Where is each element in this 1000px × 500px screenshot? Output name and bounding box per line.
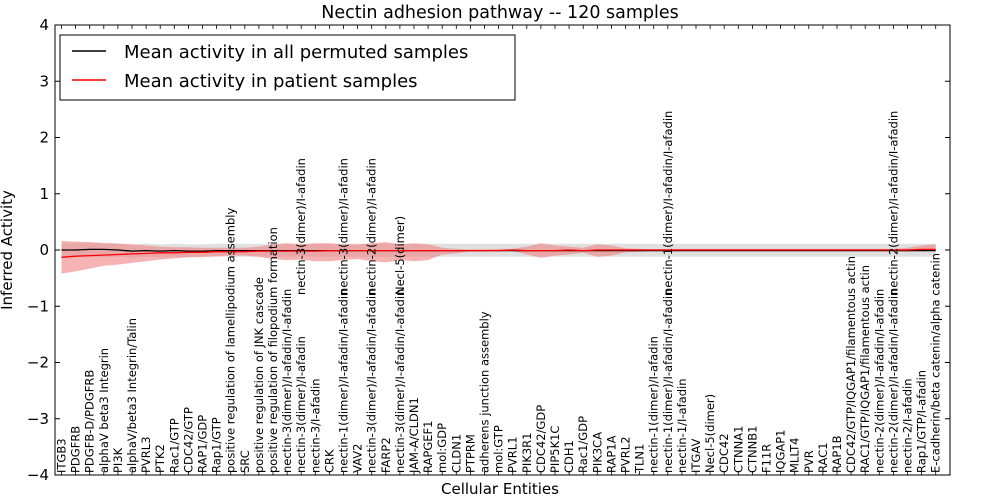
x-tick-label: Rap1/GTP: [210, 417, 224, 473]
x-tick-label: RAC1: [816, 442, 830, 473]
x-tick-label: JAM-A/CLDN1: [407, 397, 421, 474]
x-tick-label-continued: Necl-5(dimer): [393, 216, 407, 295]
x-tick-label-continued: nectin-2(dimer)/I-afadin: [365, 158, 379, 295]
x-tick-label: nectin-2(dimer)/I-afadin/I-afadin: [872, 289, 886, 473]
y-axis-title: Inferred Activity: [0, 190, 16, 310]
x-tick-label: PVRL2: [619, 436, 633, 473]
x-tick-label: RAPGEF1: [421, 421, 435, 473]
x-tick-label: RAC1/GTP/IQGAP1/filamentous actin: [858, 265, 872, 473]
legend: Mean activity in all permuted samples Me…: [59, 34, 516, 101]
x-tick-label-continued: nectin-1(dimer)/I-afadin/I-afadin: [661, 111, 675, 295]
chart-title: Nectin adhesion pathway -- 120 samples: [321, 3, 679, 23]
series-lines: [61, 248, 936, 258]
x-tick-label: alphaV/beta3 Integrin/Talin: [125, 318, 139, 473]
x-tick-label: Rac1/GTP: [167, 418, 181, 473]
x-tick-label: PDGFRB: [69, 426, 83, 473]
x-tick-label: nectin-1(dimer)/I-afadin/I-afadin: [337, 289, 351, 473]
x-tick-label: nectin-3(dimer)/I-afadin/I-afadin: [365, 289, 379, 473]
x-tick-label: nectin-1(dimer)/I-afadin/I-afadin: [661, 289, 675, 473]
x-tick-label: PDGFB-D/PDGFRB: [83, 370, 97, 473]
x-tick-label: VAV2: [351, 444, 365, 473]
x-tick-label: RAP1B: [830, 435, 844, 473]
x-tick-label: PIP5K1C: [548, 426, 562, 473]
x-tick-label: FARP2: [379, 437, 393, 473]
x-tick-label: CLDN1: [449, 434, 463, 473]
legend-label-permuted: Mean activity in all permuted samples: [124, 42, 468, 63]
x-tick-label: CTNNA1: [731, 426, 745, 473]
x-tick-label: PIK3CA: [590, 432, 604, 473]
x-tick-label: E-cadherin/beta catenin/alpha catenin: [929, 253, 943, 473]
legend-label-patient: Mean activity in patient samples: [124, 71, 418, 92]
y-tick-label: 2: [39, 129, 49, 147]
y-tick-label: −3: [27, 410, 49, 428]
x-tick-label: MLLT4: [788, 438, 802, 474]
y-tick-label: 0: [39, 241, 49, 259]
x-tick-label: SRC: [238, 450, 252, 473]
x-tick-label: RAP1/GDP: [196, 415, 210, 473]
x-tick-label: nectin-1(dimer)/I-afadin: [647, 336, 661, 473]
y-tick-label: 4: [39, 16, 49, 34]
x-tick-label: PTK2: [153, 444, 167, 473]
y-tick-labels: −4 −3 −2 −1 0 1 2 3 4: [27, 16, 49, 484]
x-tick-label: TLN1: [633, 444, 647, 474]
line-series-1: [61, 248, 936, 258]
x-tick-label: CDH1: [562, 440, 576, 473]
x-tick-label: RAP1A: [604, 435, 618, 473]
x-tick-label: CDC42/GTP/IQGAP1/filamentous actin: [844, 256, 858, 473]
plot-frame: [54, 24, 951, 476]
x-tick-label: nectin-3/I-afadin: [308, 379, 322, 474]
x-tick-label: PVRL3: [139, 436, 153, 473]
x-tick-label: positive regulation of lamellipodium ass…: [224, 208, 238, 473]
x-tick-label: mol:GTP: [492, 425, 506, 473]
x-tick-label: nectin-3(dimer)/I-afadin/I-afadin: [393, 289, 407, 473]
x-tick-label: PTPRM: [463, 434, 477, 473]
x-tick-label-continued: nectin-3(dimer)/I-afadin: [294, 158, 308, 295]
x-tick-label: CDC42: [717, 433, 731, 473]
band-series-1: [61, 241, 936, 274]
x-tick-label: positive regulation of JNK cascade: [252, 277, 266, 473]
x-tick-label: PI3K: [111, 447, 125, 473]
x-tick-label: ITGB3: [55, 438, 69, 473]
x-tick-label: Rac1/GDP: [576, 416, 590, 473]
x-tick-label-continued: nectin-2(dimer)/I-afadin/I-afadin: [886, 111, 900, 295]
x-tick-label: PVRL1: [506, 436, 520, 473]
y-tick-label: 1: [39, 185, 49, 203]
x-tick-label-continued: nectin-3(dimer)/I-afadin: [337, 158, 351, 295]
x-tick-label: PIK3R1: [520, 433, 534, 474]
x-tick-label: nectin-1/I-afadin: [675, 379, 689, 474]
x-tick-label: F11R: [760, 444, 774, 473]
x-tick-label: CDC42/GTP: [181, 407, 195, 473]
y-tick-label: 3: [39, 72, 49, 90]
x-tick-label: mol:GDP: [435, 423, 449, 473]
x-tick-label: adherens junction assembly: [478, 311, 492, 473]
x-tick-label: nectin-3(dimer)/I-afadin/I-afadin: [280, 289, 294, 473]
x-tick-label: PVR: [802, 450, 816, 473]
x-tick-label: CTNNB1: [745, 426, 759, 473]
x-axis-title: Cellular Entities: [441, 480, 559, 498]
y-tick-label: −4: [27, 466, 49, 484]
x-tick-label: nectin-3(dimer)/I-afadin: [294, 336, 308, 473]
y-tick-label: −1: [27, 297, 49, 315]
x-tick-label: Rap1/GTP/I-afadin: [915, 370, 929, 473]
x-tick-label: positive regulation of filopodium format…: [266, 227, 280, 473]
x-tick-label: IQGAP1: [774, 430, 788, 473]
x-tick-label: CRK: [322, 449, 336, 473]
x-tick-label: ITGAV: [689, 439, 703, 473]
x-tick-label: nectin-2(dimer)/I-afadin/I-afadin: [886, 289, 900, 473]
y-tick-label: −2: [27, 354, 49, 372]
x-tick-label: alphaV beta3 Integrin: [97, 348, 111, 473]
x-tick-label: Necl-5(dimer): [703, 394, 717, 473]
legend-box: [59, 34, 516, 101]
x-tick-label: nectin-2/I-afadin: [901, 379, 915, 474]
x-tick-label: CDC42/GDP: [534, 405, 548, 473]
